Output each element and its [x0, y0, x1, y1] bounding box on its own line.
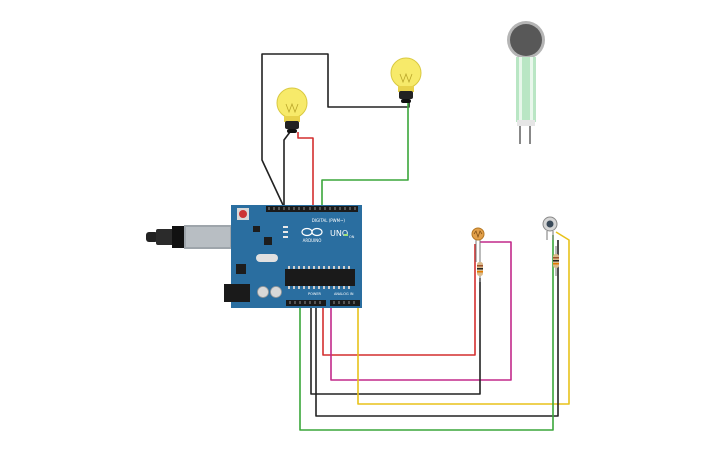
- wire-green-sensor[interactable]: [299, 235, 554, 431]
- photoresistor[interactable]: [471, 227, 485, 262]
- light-bulb-2[interactable]: [390, 57, 422, 103]
- capacitor-1: [257, 286, 269, 298]
- wire-yellow-sensor[interactable]: [357, 231, 570, 405]
- analog-header-label: ANALOG IN: [334, 292, 354, 296]
- light-bulb-1[interactable]: [276, 87, 308, 133]
- wires: [261, 53, 570, 431]
- power-jack: [224, 284, 250, 302]
- status-leds: [283, 226, 288, 238]
- atmega-chip: [285, 269, 355, 286]
- arduino-board[interactable]: DIGITAL (PWM~) ARDUINO UNO ON: [146, 205, 362, 308]
- usb-chip: [264, 237, 272, 245]
- wire-black-resistor1[interactable]: [310, 278, 481, 395]
- resistor-1[interactable]: [477, 258, 483, 282]
- on-label: ON: [349, 235, 355, 239]
- wire-black-bulb1[interactable]: [283, 131, 291, 205]
- wire-magenta-photoresistor[interactable]: [330, 241, 512, 381]
- logo-text: ARDUINO: [303, 238, 322, 243]
- arduino-logo: [301, 227, 323, 237]
- digital-header-label: DIGITAL (PWM~): [312, 218, 346, 223]
- capacitor-2: [270, 286, 282, 298]
- force-sensor[interactable]: [507, 21, 545, 144]
- crystal: [256, 254, 278, 262]
- board-model-label: UNO: [330, 229, 348, 238]
- usb-connector: [146, 225, 232, 249]
- digital-header: [266, 206, 358, 212]
- wire-black-sensor[interactable]: [315, 240, 559, 417]
- sensor-component[interactable]: [542, 216, 558, 240]
- wire-black-bulbs-top[interactable]: [261, 53, 410, 206]
- wire-green-bulb2[interactable]: [321, 103, 409, 205]
- resistor-2[interactable]: [553, 246, 559, 276]
- power-header-label: POWER: [308, 292, 322, 296]
- wire-red-bulb1[interactable]: [297, 132, 314, 205]
- wire-red-photoresistor[interactable]: [322, 244, 476, 356]
